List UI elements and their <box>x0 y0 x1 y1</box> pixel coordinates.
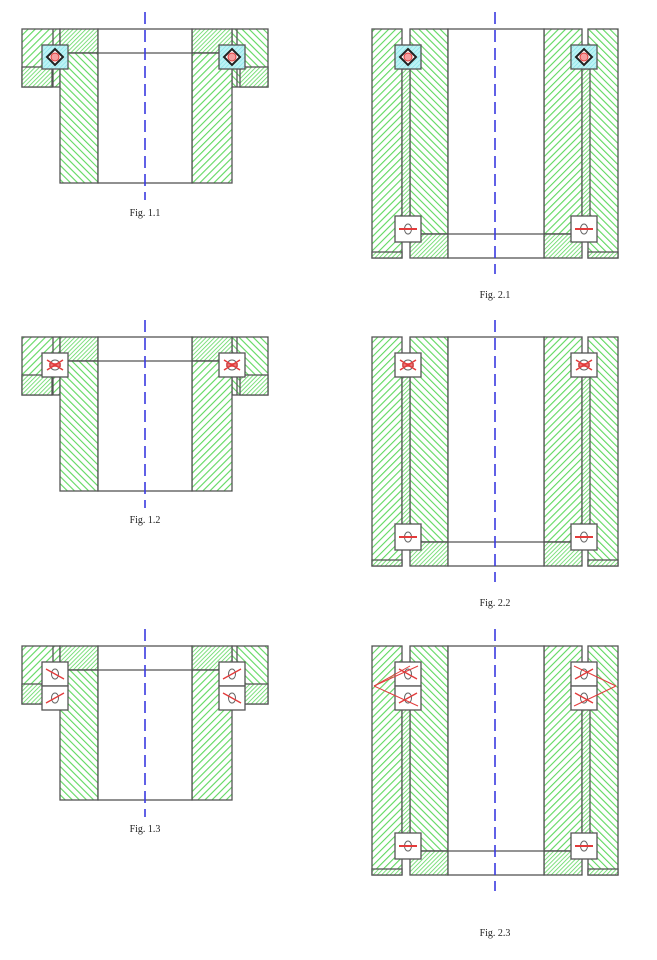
rolling-element <box>580 668 588 680</box>
bearing-cross-roller <box>41 352 69 378</box>
figure-2-2 <box>371 320 619 582</box>
bearing-four-point-contact <box>570 44 598 70</box>
bearing-angular <box>394 661 422 687</box>
roller-mark <box>402 363 414 367</box>
bearing-angular <box>218 685 246 711</box>
caption-fig-1-3: Fig. 1.3 <box>130 824 161 835</box>
contact-angle-line <box>222 668 242 680</box>
preload-line <box>573 685 617 707</box>
bearing-four-point-contact <box>41 44 69 70</box>
bearing-cross-roller <box>218 352 246 378</box>
preload-line <box>373 665 419 687</box>
rolling-element <box>580 692 588 704</box>
bearing-radial <box>570 523 598 551</box>
contact-angle-line <box>45 692 65 704</box>
rolling-element <box>228 692 236 704</box>
rolling-element <box>403 52 413 62</box>
caption-fig-2-2: Fig. 2.2 <box>480 598 511 609</box>
left-flange-ring <box>21 66 53 88</box>
bearing-angular <box>570 661 598 687</box>
preload-line <box>573 665 617 687</box>
caption-fig-1-2: Fig. 1.2 <box>130 515 161 526</box>
roller-mark <box>49 363 61 367</box>
bearing-angular <box>570 685 598 711</box>
rolling-element <box>404 692 412 704</box>
rolling-element <box>50 52 60 62</box>
bearing-angular <box>41 661 69 687</box>
bearing-housing <box>218 661 246 687</box>
left-thin-ring <box>401 376 411 527</box>
contact-angle-line <box>574 668 594 680</box>
right-flange-ring <box>239 66 269 88</box>
bearing-angular <box>394 685 422 711</box>
preload-line <box>373 665 411 687</box>
contact-angle-line <box>398 692 418 704</box>
right-thin-ring <box>581 68 591 219</box>
left-flange-ring <box>21 374 53 396</box>
roller-mark <box>226 363 238 367</box>
bearing-angular <box>41 685 69 711</box>
rolling-element <box>51 668 59 680</box>
bearing-angular <box>218 661 246 687</box>
caption-fig-1-1: Fig. 1.1 <box>130 208 161 219</box>
right-thin-ring <box>581 376 591 527</box>
caption-fig-2-3: Fig. 2.3 <box>480 928 511 939</box>
left-thin-ring <box>401 68 411 219</box>
right-base-ring <box>587 251 619 259</box>
right-base-ring <box>587 559 619 567</box>
left-base-ring <box>371 251 403 259</box>
bore <box>447 336 545 567</box>
contact-angle-line <box>574 692 594 704</box>
contact-angle-line <box>45 668 65 680</box>
rolling-element <box>51 692 59 704</box>
bearing-radial <box>394 215 422 243</box>
bearing-radial <box>394 832 422 860</box>
preload-line <box>373 685 419 707</box>
bearing-four-point-contact <box>218 44 246 70</box>
contact-angle-line <box>222 692 242 704</box>
right-housing <box>191 360 233 492</box>
bearing-cross-roller <box>570 352 598 378</box>
bearing-four-point-contact <box>394 44 422 70</box>
bearing-radial <box>394 523 422 551</box>
bearing-radial <box>570 215 598 243</box>
roller-mark <box>578 363 590 367</box>
bore <box>447 645 545 876</box>
rolling-element <box>579 52 589 62</box>
caption-fig-2-1: Fig. 2.1 <box>480 290 511 301</box>
bearing-housing <box>218 685 246 711</box>
bearing-radial <box>570 832 598 860</box>
bearing-cross-roller <box>394 352 422 378</box>
figure-2-3 <box>371 629 619 891</box>
figure-2-1 <box>371 12 619 274</box>
figure-1-2 <box>21 320 269 508</box>
left-base-ring <box>371 868 403 876</box>
right-base-ring <box>587 868 619 876</box>
left-base-ring <box>371 559 403 567</box>
bore <box>447 28 545 259</box>
right-flange-ring <box>239 374 269 396</box>
rolling-element <box>227 52 237 62</box>
figure-1-1 <box>21 12 269 200</box>
right-housing <box>191 52 233 184</box>
rolling-element <box>228 668 236 680</box>
left-housing <box>59 52 99 184</box>
figure-1-3 <box>21 629 269 817</box>
left-housing <box>59 360 99 492</box>
bearing-housing <box>570 352 598 378</box>
rolling-element <box>404 668 412 680</box>
